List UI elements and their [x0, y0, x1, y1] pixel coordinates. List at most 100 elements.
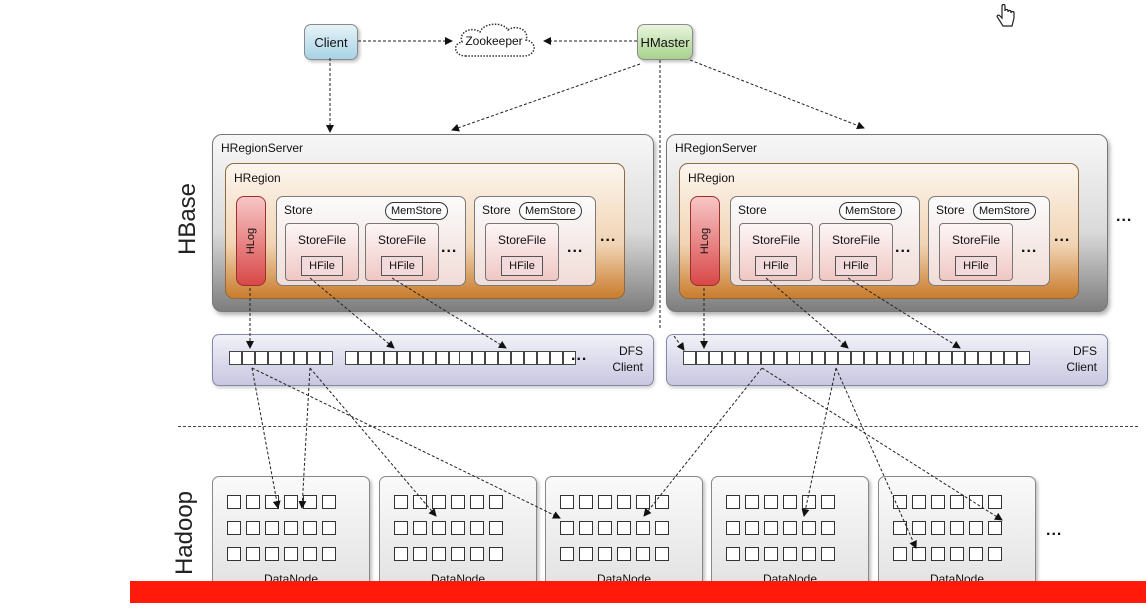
storage-block	[489, 521, 503, 535]
hfile: HFile	[381, 256, 423, 276]
datanode: DataNode	[711, 476, 869, 590]
storage-block	[470, 495, 484, 509]
store-ellipsis: ...	[1021, 239, 1038, 256]
storage-block	[470, 547, 484, 561]
storage-block	[303, 521, 317, 535]
storage-block	[246, 547, 260, 561]
storage-block	[783, 521, 797, 535]
dfs-label-line2: Client	[612, 360, 643, 374]
region-server-1: HRegionServer HRegion HLog Store MemStor…	[212, 134, 654, 312]
storage-block	[489, 547, 503, 561]
storefile-label: StoreFile	[951, 233, 1001, 247]
storage-block	[821, 547, 835, 561]
storage-block	[451, 521, 465, 535]
storage-block	[821, 521, 835, 535]
storage-block	[655, 547, 669, 561]
block-group	[913, 351, 1030, 365]
storage-block	[303, 547, 317, 561]
storage-block	[322, 521, 336, 535]
hfile: HFile	[955, 256, 997, 276]
storage-block	[413, 547, 427, 561]
store-ellipsis: ...	[441, 239, 458, 256]
storage-block	[579, 495, 593, 509]
storefile: StoreFile HFile	[365, 223, 439, 281]
store-label: Store	[482, 203, 511, 217]
storefile-label: StoreFile	[831, 233, 881, 247]
hregion-1: HRegion HLog Store MemStore StoreFile HF…	[225, 163, 625, 299]
storage-block	[726, 495, 740, 509]
datanode: DataNode	[379, 476, 537, 590]
hmaster-server2-arrow	[689, 59, 865, 130]
storage-block	[821, 495, 835, 509]
hregion-label: HRegion	[688, 171, 735, 185]
storage-block	[617, 547, 631, 561]
dfs-datanode-arrow	[309, 367, 437, 517]
storage-block	[969, 521, 983, 535]
client-node: Client	[304, 24, 358, 60]
storage-block	[560, 521, 574, 535]
memstore-1b: MemStore	[519, 202, 582, 220]
dfs-datanode-arrow	[835, 367, 917, 549]
storage-block	[745, 521, 759, 535]
servers-ellipsis: ...	[1116, 208, 1133, 225]
storage-block	[432, 495, 446, 509]
dfs-datanode-arrow	[251, 367, 561, 519]
storage-block	[655, 521, 669, 535]
block-group	[229, 351, 333, 365]
store-ellipsis: ...	[895, 239, 912, 256]
region-server-label: HRegionServer	[675, 141, 758, 155]
dfs-datanode-arrow	[298, 367, 311, 509]
dfs-ellipsis: ...	[571, 347, 588, 364]
storage-block	[988, 495, 1002, 509]
storage-block	[579, 521, 593, 535]
storage-block	[413, 495, 427, 509]
storage-block	[394, 521, 408, 535]
block-group	[799, 351, 916, 365]
storage-block	[413, 521, 427, 535]
storage-block	[579, 547, 593, 561]
datanode: DataNode	[545, 476, 703, 590]
storage-block	[394, 547, 408, 561]
storage-block	[636, 495, 650, 509]
storage-block	[246, 495, 260, 509]
dfs-datanode-arrow	[643, 367, 763, 517]
storage-block	[764, 547, 778, 561]
storage-block	[489, 495, 503, 509]
store-ellipsis: ...	[567, 239, 584, 256]
dfs-client-label: DFS Client	[612, 343, 643, 375]
hand-pointer-icon	[996, 3, 1016, 30]
storage-block	[912, 547, 926, 561]
storage-block	[246, 521, 260, 535]
memstore-1a: MemStore	[385, 202, 448, 220]
storefile-label: StoreFile	[751, 233, 801, 247]
storage-block	[451, 547, 465, 561]
storage-block	[988, 547, 1002, 561]
region-server-label: HRegionServer	[221, 141, 304, 155]
hfile: HFile	[501, 256, 543, 276]
region-ellipsis: ...	[1054, 228, 1071, 245]
hmaster-node: HMaster	[637, 24, 693, 60]
storage-block	[802, 521, 816, 535]
store-2b: Store MemStore StoreFile HFile ...	[928, 196, 1050, 286]
storefile: StoreFile HFile	[739, 223, 813, 281]
storage-block	[470, 521, 484, 535]
storage-block	[560, 495, 574, 509]
storage-block	[432, 521, 446, 535]
storage-block	[969, 547, 983, 561]
hmaster-dfs-arrow	[673, 335, 685, 351]
block-grid	[893, 495, 1002, 561]
store-label: Store	[936, 203, 965, 217]
storefile-label: StoreFile	[497, 233, 547, 247]
storefile: StoreFile HFile	[285, 223, 359, 281]
cloud-icon	[454, 23, 535, 57]
storage-block	[598, 495, 612, 509]
dfs-label-line1: DFS	[619, 344, 643, 358]
zookeeper-node: Zookeeper	[448, 18, 540, 66]
storage-block	[284, 521, 298, 535]
storage-block	[598, 547, 612, 561]
storefile: StoreFile HFile	[819, 223, 893, 281]
storefile: StoreFile HFile	[939, 223, 1013, 281]
storage-block	[745, 495, 759, 509]
storage-block	[432, 547, 446, 561]
hfile-dfs-arrow	[391, 277, 507, 349]
